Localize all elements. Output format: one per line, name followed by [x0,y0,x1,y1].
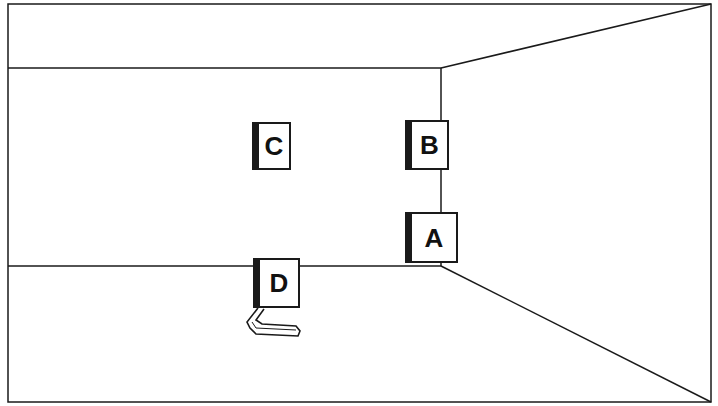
stand-base [247,308,300,336]
box-node: D [253,258,300,308]
box-letter: D [270,270,289,296]
box-node: C [252,122,291,170]
box-letter: A [425,225,444,251]
stand-base-inner [252,322,296,330]
box-node: B [405,120,449,170]
ceiling-side-edge [441,4,711,68]
ceiling-edge [8,67,441,69]
box-letter: B [420,132,439,158]
box-letter: C [265,133,284,159]
frame [8,4,711,402]
floor-edge [8,265,441,267]
floor-side-edge [441,266,711,402]
box-node: A [405,212,458,263]
